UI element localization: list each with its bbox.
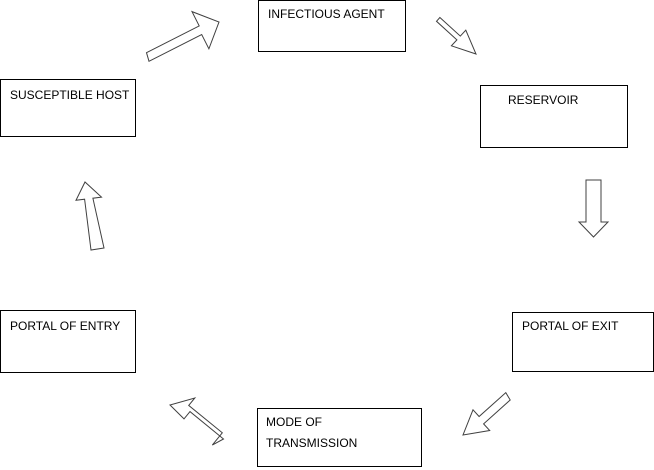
arrow-reservoir-to-portal-of-exit xyxy=(577,179,610,238)
infectious-agent-label: INFECTIOUS AGENT xyxy=(268,7,385,21)
portal-of-exit-label: PORTAL OF EXIT xyxy=(522,319,619,333)
mode-of-transmission-label: MODE OF TRANSMISSION xyxy=(266,415,358,450)
portal-of-entry-label: PORTAL OF ENTRY xyxy=(10,319,121,333)
susceptible-host-box: SUSCEPTIBLE HOST xyxy=(0,79,136,137)
reservoir-box: RESERVOIR xyxy=(480,85,628,148)
arrow-portal-of-entry-to-susceptible-host xyxy=(75,181,105,251)
infectious-agent-box: INFECTIOUS AGENT xyxy=(258,0,406,52)
arrow-susceptible-host-to-infectious-agent xyxy=(145,10,220,63)
arrow-mode-of-transmission-to-portal-of-entry xyxy=(169,397,225,446)
arrow-infectious-agent-to-reservoir xyxy=(435,16,477,55)
portal-of-exit-box: PORTAL OF EXIT xyxy=(512,312,654,372)
mode-of-transmission-box: MODE OF TRANSMISSION xyxy=(257,408,422,467)
reservoir-label: RESERVOIR xyxy=(508,93,579,107)
arrow-portal-of-exit-to-mode-of-transmission xyxy=(462,391,511,436)
susceptible-host-label: SUSCEPTIBLE HOST xyxy=(10,88,130,102)
portal-of-entry-box: PORTAL OF ENTRY xyxy=(0,310,136,373)
